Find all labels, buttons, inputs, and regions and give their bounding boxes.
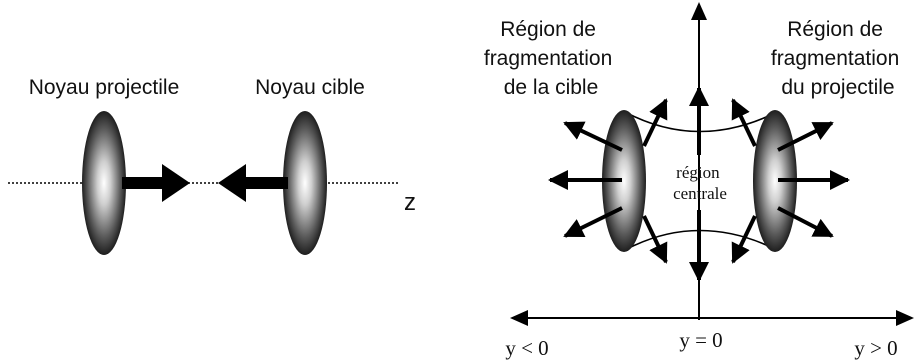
target-label: Noyau cible [255,76,365,99]
target-fragmentation-label: Région de fragmentation de la cible [484,18,618,99]
projectile-nucleus [82,111,126,255]
rapidity-positive-label: y > 0 [854,336,897,360]
emission-arrow [777,121,834,152]
after-collision-panel: y < 0 y = 0 y > 0 régi [484,2,914,360]
projectile-velocity-arrow [122,164,190,202]
projectile-label: Noyau projectile [29,76,180,99]
vertical-axis-arrowhead [691,2,707,20]
central-region-line-2: centrale [673,184,727,203]
central-region-line-1: région [676,163,720,182]
projectile-fragmentation-line-1: Région de [787,18,883,41]
projectile-fragmentation-line-2: fragmentation [771,47,899,70]
particle-emission-arrows [548,86,850,282]
target-fragmentation-line-1: Région de [500,18,596,41]
z-axis-label: z [404,189,416,216]
target-velocity-arrow [218,164,288,202]
rapidity-zero-label: y = 0 [679,328,722,352]
emission-arrow [642,98,668,147]
before-collision-panel: z Noyau projectile Noyau cible [8,76,416,255]
central-region-label: région centrale [673,163,727,203]
target-fragmentation-line-3: de la cible [504,76,599,99]
projectile-fragmentation-line-3: du projectile [781,76,894,99]
target-nucleus [283,111,327,255]
rapidity-axis-right-arrowhead [896,310,914,326]
rapidity-axis-left-arrowhead [510,310,528,326]
target-fragmentation-line-2: fragmentation [484,47,612,70]
emission-arrow [777,206,834,238]
emission-arrow [563,121,623,152]
emission-arrow [642,215,668,264]
emission-arrow [731,98,757,147]
emission-arrow [563,206,623,238]
emission-arrow [731,215,757,264]
rapidity-negative-label: y < 0 [505,336,548,360]
projectile-fragmentation-label: Région de fragmentation du projectile [771,18,905,99]
